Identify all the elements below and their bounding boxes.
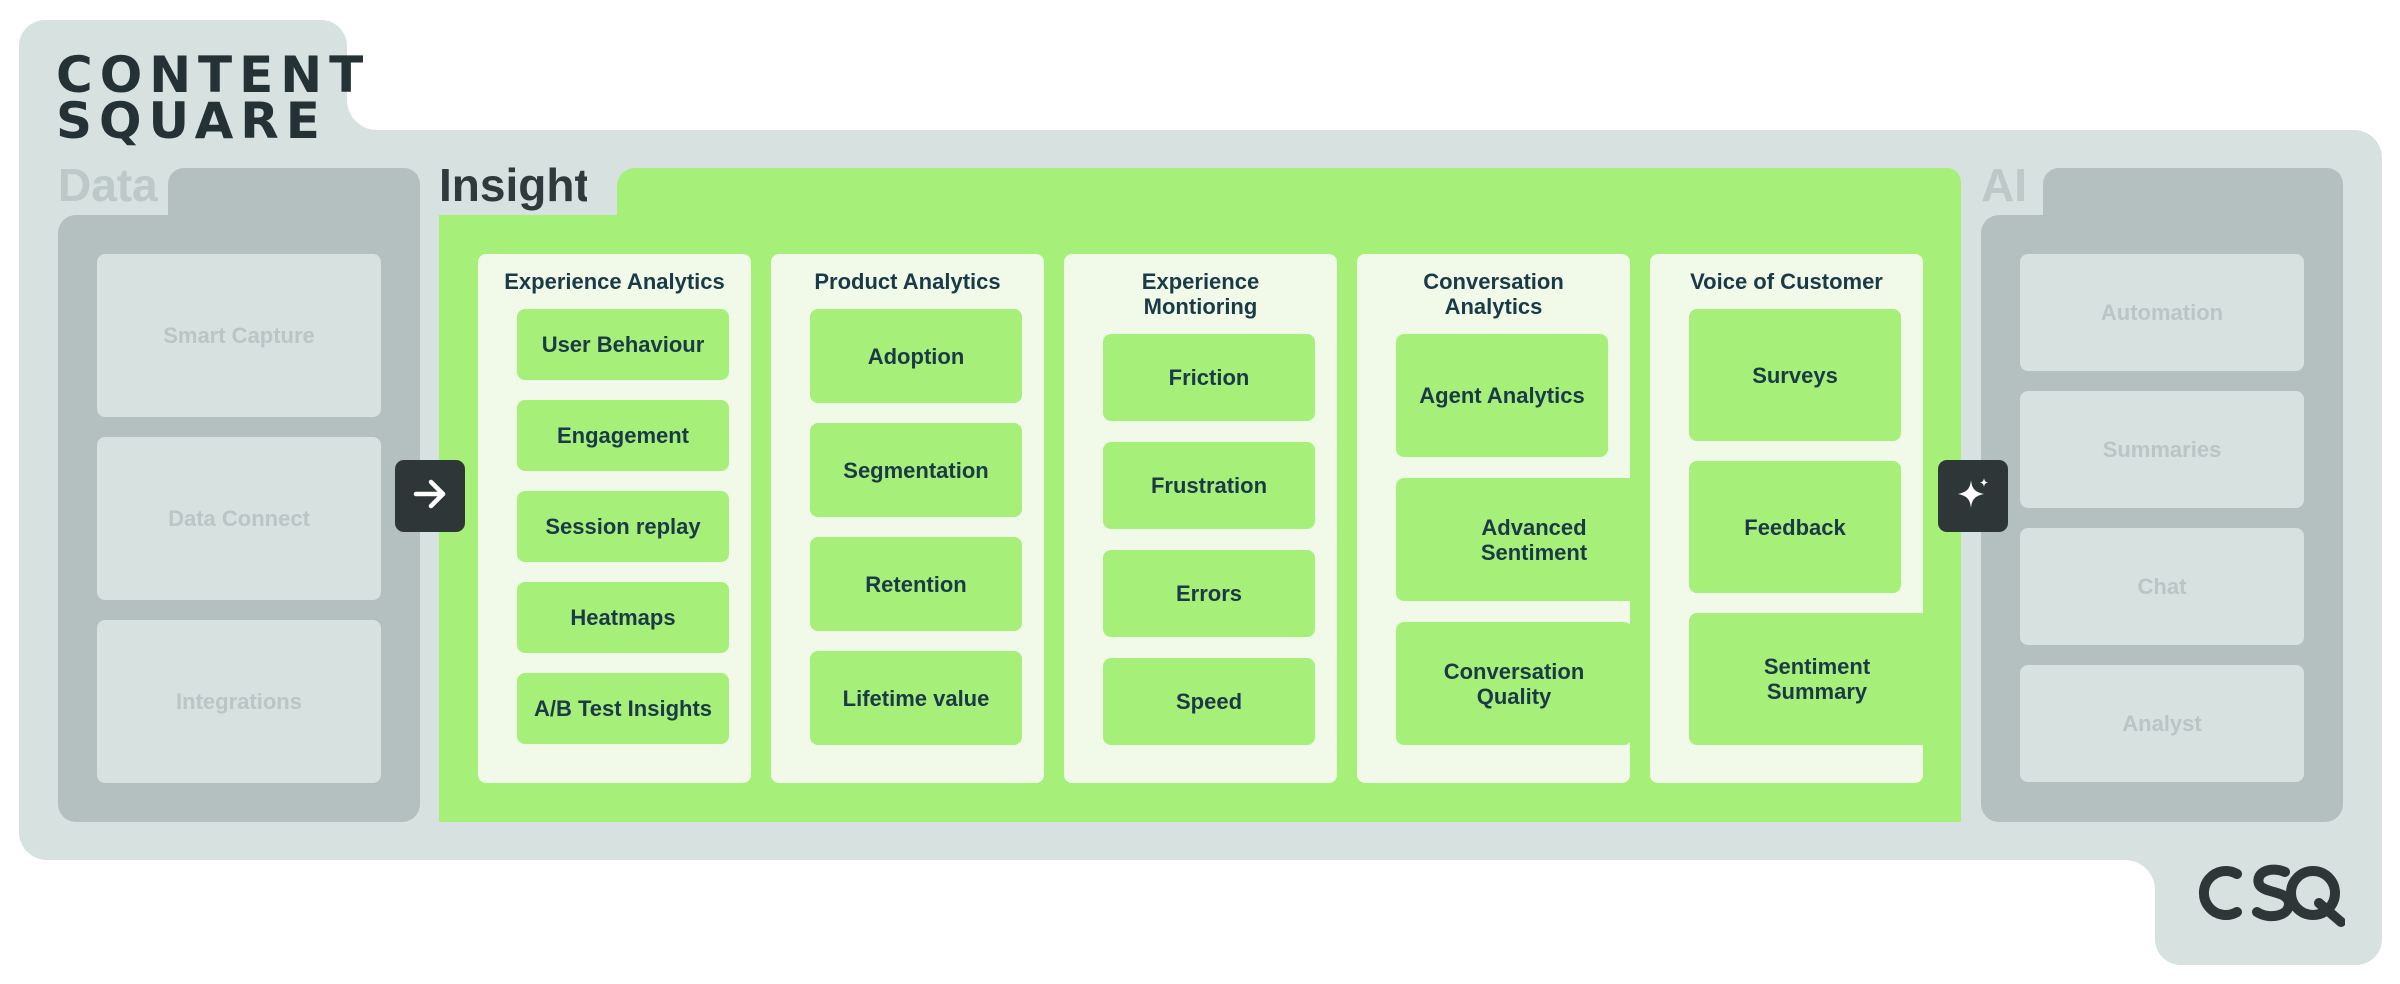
data-item-data-connect[interactable]: Data Connect — [97, 437, 381, 600]
item-session-replay[interactable]: Session replay — [517, 491, 729, 562]
ai-panel-tab — [2043, 168, 2343, 218]
item-user-behaviour[interactable]: User Behaviour — [517, 309, 729, 380]
ai-item-summaries[interactable]: Summaries — [2020, 391, 2304, 508]
column-conversation-analytics: Conversation Analytics Agent Analytics A… — [1357, 254, 1672, 783]
column-title: Voice of Customer — [1690, 269, 1883, 294]
item-adoption[interactable]: Adoption — [810, 309, 1022, 403]
item-sentiment-summary[interactable]: Sentiment Summary — [1689, 613, 1945, 745]
item-speed[interactable]: Speed — [1103, 658, 1315, 745]
item-lifetime-value[interactable]: Lifetime value — [810, 651, 1022, 745]
ai-sparkle-button[interactable] — [1938, 460, 2008, 532]
item-feedback[interactable]: Feedback — [1689, 461, 1901, 593]
column-voice-of-customer: Voice of Customer Surveys Feedback Senti… — [1650, 254, 1945, 783]
ai-item-chat[interactable]: Chat — [2020, 528, 2304, 645]
brand-line-1: CONTENT — [56, 46, 371, 104]
insights-panel-title: Insights — [439, 159, 616, 211]
data-item-smart-capture[interactable]: Smart Capture — [97, 254, 381, 417]
item-segmentation[interactable]: Segmentation — [810, 423, 1022, 517]
item-retention[interactable]: Retention — [810, 537, 1022, 631]
column-title: Experience Montioring — [1141, 269, 1260, 319]
brand-line-2: SQUARE — [56, 92, 327, 150]
column-title: Conversation Analytics — [1423, 269, 1564, 319]
bottom-logo-tab — [2155, 800, 2382, 965]
sparkle-icon — [1953, 474, 1993, 519]
data-item-integrations[interactable]: Integrations — [97, 620, 381, 783]
item-engagement[interactable]: Engagement — [517, 400, 729, 471]
item-surveys[interactable]: Surveys — [1689, 309, 1901, 441]
item-ab-test-insights[interactable]: A/B Test Insights — [517, 673, 729, 744]
ai-item-analyst[interactable]: Analyst — [2020, 665, 2304, 782]
brand-logo: CONTENT SQUARE — [56, 46, 371, 150]
bottom-tab-corner-mask — [2095, 860, 2155, 920]
arrow-right-button[interactable] — [395, 460, 465, 532]
item-friction[interactable]: Friction — [1103, 334, 1315, 421]
column-title: Experience Analytics — [504, 269, 725, 294]
column-experience-analytics: Experience Analytics User Behaviour Enga… — [478, 254, 751, 783]
csq-logo-icon — [2193, 858, 2346, 928]
item-conversation-quality[interactable]: Conversation Quality — [1396, 622, 1632, 745]
item-frustration[interactable]: Frustration — [1103, 442, 1315, 529]
insights-tab-corner-mask — [587, 168, 617, 215]
item-agent-analytics[interactable]: Agent Analytics — [1396, 334, 1608, 457]
data-panel-title: Data — [58, 159, 158, 211]
item-heatmaps[interactable]: Heatmaps — [517, 582, 729, 653]
data-panel-tab — [168, 168, 420, 218]
item-advanced-sentiment[interactable]: Advanced Sentiment — [1396, 478, 1672, 601]
ai-item-automation[interactable]: Automation — [2020, 254, 2304, 371]
ai-panel-title: AI — [1981, 159, 2027, 211]
arrow-right-icon — [413, 479, 447, 514]
column-title: Product Analytics — [814, 269, 1001, 294]
column-product-analytics: Product Analytics Adoption Segmentation … — [771, 254, 1044, 783]
item-errors[interactable]: Errors — [1103, 550, 1315, 637]
column-experience-monitoring: Experience Montioring Friction Frustrati… — [1064, 254, 1337, 783]
logo-tab-corner-mask — [347, 70, 407, 130]
